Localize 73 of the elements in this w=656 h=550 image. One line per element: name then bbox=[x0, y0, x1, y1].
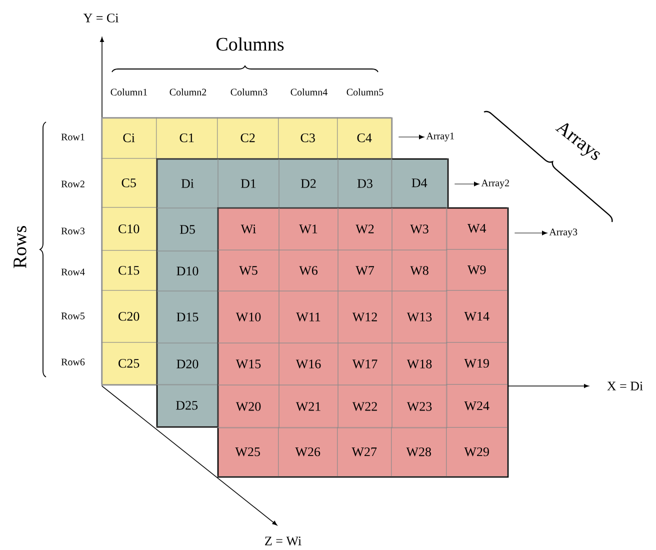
brace-label: Columns bbox=[216, 37, 284, 51]
grid-cell: C1 bbox=[156, 117, 218, 159]
grid-cell: W13 bbox=[392, 290, 448, 344]
axis-label: Y = Ci bbox=[83, 14, 118, 22]
grid-cell: W4 bbox=[446, 207, 508, 250]
array-label: Array3 bbox=[549, 228, 578, 238]
grid-cell: W26 bbox=[278, 427, 338, 477]
grid-cell: W22 bbox=[338, 384, 392, 428]
grid-cell: W7 bbox=[338, 250, 392, 292]
grid-cell: W29 bbox=[446, 427, 508, 477]
column-header: Column4 bbox=[290, 88, 328, 96]
grid-cell: W21 bbox=[278, 384, 338, 428]
array-label: Array2 bbox=[481, 180, 509, 188]
grid-cell: C3 bbox=[278, 117, 338, 159]
arrow bbox=[454, 182, 480, 186]
arrow bbox=[514, 230, 548, 236]
grid-cell: C2 bbox=[217, 117, 279, 159]
axis-label: Z = Wi bbox=[265, 536, 302, 546]
grid-cell: W14 bbox=[446, 290, 508, 343]
grid-cell: D1 bbox=[218, 158, 280, 208]
grid-cell: C25 bbox=[101, 342, 157, 385]
row-header: Row3 bbox=[61, 228, 85, 234]
grid-cell: C20 bbox=[101, 290, 157, 343]
grid-cell: W10 bbox=[218, 290, 280, 344]
grid-cell: W25 bbox=[217, 427, 279, 477]
grid-cell: D5 bbox=[156, 208, 218, 252]
column-header: Column1 bbox=[110, 88, 148, 96]
axis-label: X = Di bbox=[607, 382, 643, 390]
grid-cell: W2 bbox=[338, 208, 392, 250]
grid-cell: W17 bbox=[338, 342, 392, 386]
grid-cell: W20 bbox=[218, 384, 280, 428]
grid-cell: D15 bbox=[156, 290, 218, 344]
row-header: Row2 bbox=[61, 180, 84, 188]
grid-cell: W5 bbox=[218, 250, 280, 292]
grid-cell: Ci bbox=[101, 117, 157, 159]
grid-cell: W3 bbox=[392, 208, 448, 250]
array-panel bbox=[217, 207, 509, 478]
grid-cell: D25 bbox=[156, 384, 218, 427]
grid-cell: W16 bbox=[278, 342, 338, 386]
column-header: Column2 bbox=[170, 88, 206, 96]
row-header: Row1 bbox=[61, 134, 84, 140]
brace-label: Rows bbox=[14, 226, 26, 268]
grid-cell: C5 bbox=[101, 158, 157, 208]
grid-cell: W28 bbox=[391, 427, 447, 477]
grid-cell: W18 bbox=[392, 342, 448, 386]
grid-cell: W15 bbox=[218, 342, 280, 386]
grid-cell: W9 bbox=[446, 249, 508, 291]
row-header: Row5 bbox=[61, 312, 85, 320]
grid-cell: D2 bbox=[278, 158, 338, 208]
grid-cell: W11 bbox=[278, 290, 338, 344]
grid-cell: W8 bbox=[392, 250, 448, 292]
grid-cell: Wi bbox=[218, 208, 280, 250]
grid-cell: W12 bbox=[338, 290, 392, 344]
grid-cell: W24 bbox=[446, 384, 508, 428]
grid-cell: W23 bbox=[392, 384, 448, 428]
grid-cell: D10 bbox=[156, 250, 218, 292]
array-label: Array1 bbox=[426, 132, 454, 142]
grid-cell: W27 bbox=[337, 427, 392, 477]
grid-cell: W1 bbox=[278, 208, 338, 250]
grid-cell: Di bbox=[156, 158, 218, 208]
column-header: Column3 bbox=[230, 88, 268, 96]
arrow bbox=[398, 134, 424, 140]
column-header: Column5 bbox=[346, 88, 384, 96]
grid-cell: D3 bbox=[338, 158, 392, 208]
grid-cell: C4 bbox=[337, 117, 392, 159]
row-header: Row4 bbox=[61, 268, 85, 276]
grid-cell: D4 bbox=[391, 158, 448, 208]
grid-cell: W6 bbox=[278, 250, 338, 292]
grid-cell: W19 bbox=[446, 342, 508, 385]
row-header: Row6 bbox=[61, 358, 85, 366]
grid-cell: C10 bbox=[101, 207, 157, 251]
grid-cell: C15 bbox=[101, 250, 157, 291]
grid-cell: D20 bbox=[156, 342, 218, 386]
